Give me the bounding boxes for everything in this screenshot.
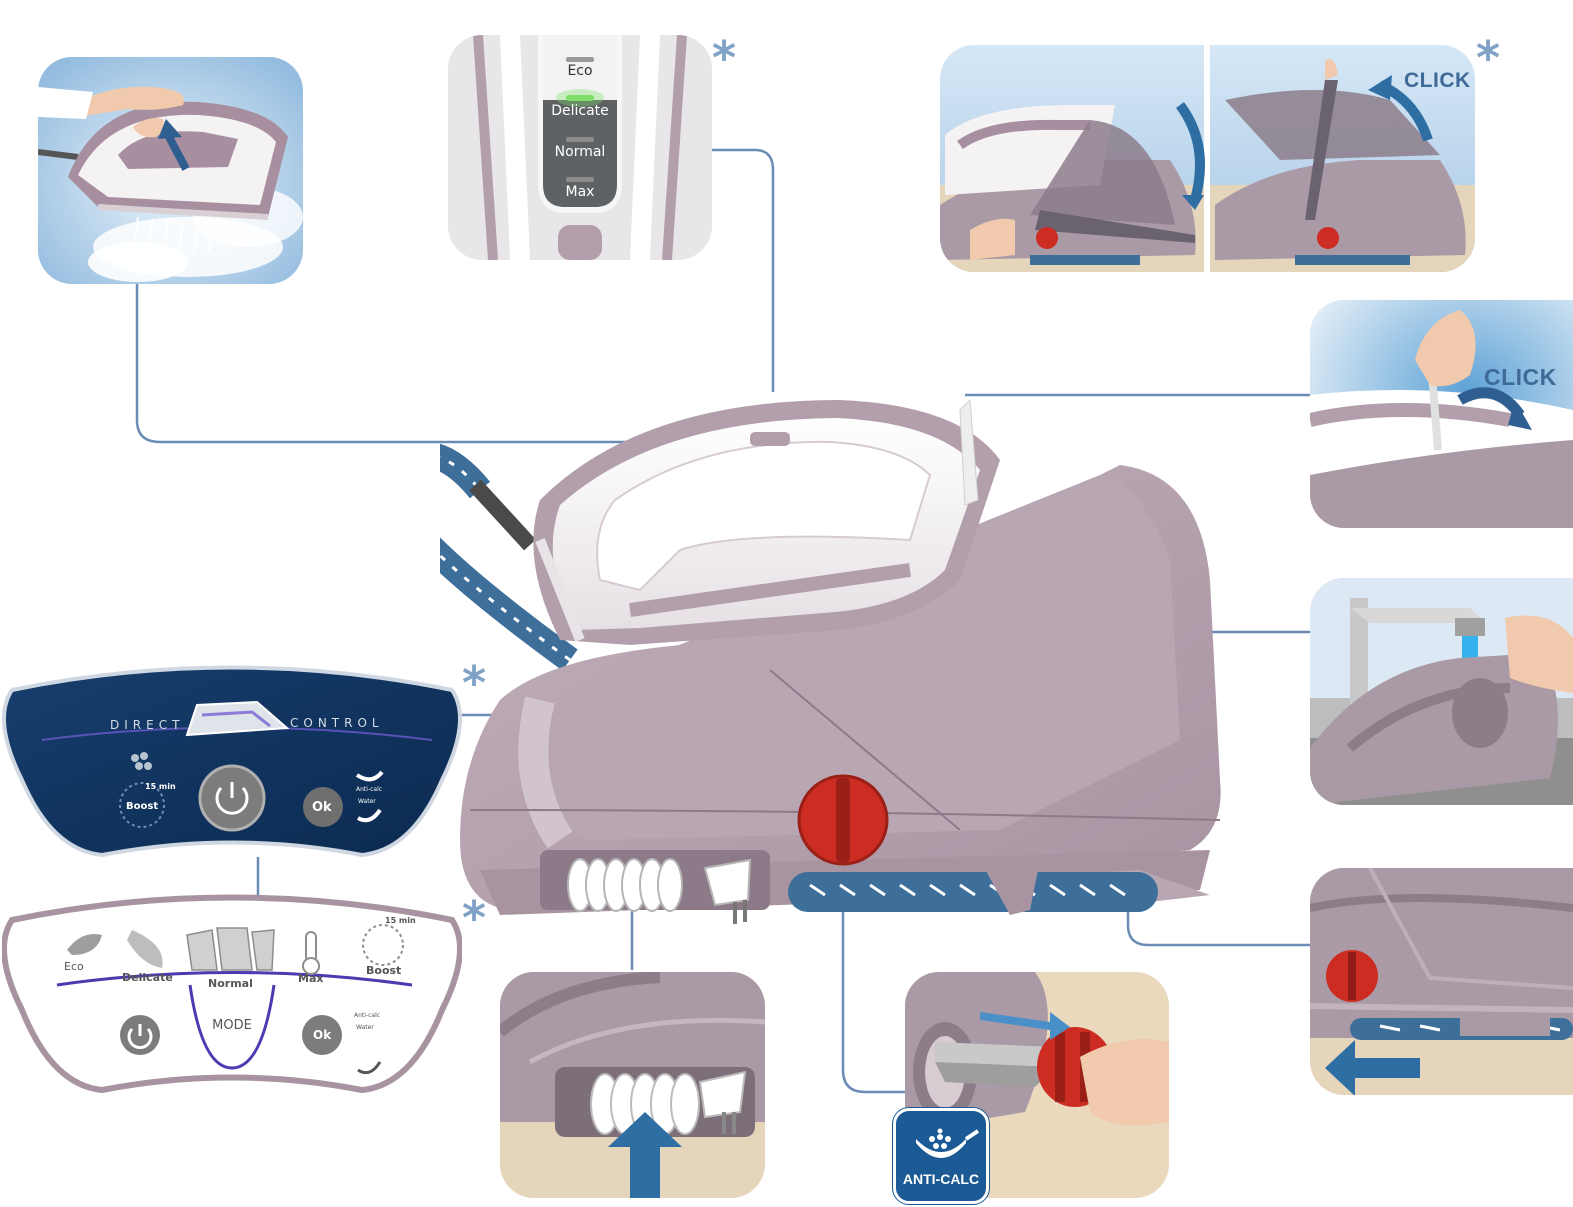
asterisk-tank-lid: * [1476,35,1500,81]
light-water-label: Water [356,1024,374,1031]
iron-steam-illustration [38,57,303,284]
steam-station-illustration [440,380,1240,940]
dark-ok-label[interactable]: Ok [312,800,332,815]
fill-tank-illustration [1310,578,1573,805]
light-mode-button-label[interactable]: MODE [208,1018,256,1033]
light-anticalc-label: Anti-calc [354,1012,380,1019]
asterisk-mode-selector: * [712,35,736,81]
light-mode-boost: Boost [366,964,401,977]
panel-cord-reel [500,972,765,1198]
panel-tank-lid: CLICK [940,45,1475,272]
handle-click-illustration [1310,300,1573,528]
light-mode-delicate: Delicate [122,971,173,984]
tank-lid-illustration [940,45,1475,272]
anticalc-badge: ANTI-CALC [893,1108,989,1204]
tank-click-label: CLICK [1404,69,1471,93]
mode-eco-label: Eco [538,63,622,79]
asterisk-control-dark: * [462,660,486,706]
control-label: CONTROL [290,716,384,730]
asterisk-control-light: * [462,895,486,941]
light-mode-max: Max [298,972,323,985]
mode-max-label: Max [538,184,622,200]
panel-mode-selector: Eco Delicate Normal Max [448,35,712,260]
light-ok-label[interactable]: Ok [313,1028,331,1042]
panel-cord-storage [1310,868,1573,1095]
anticalc-icon [896,1117,986,1172]
light-timer-label: 15 min [385,916,416,925]
anticalc-badge-label: ANTI-CALC [896,1171,986,1187]
handle-click-label: CLICK [1484,364,1557,391]
direct-label: DIRECT [110,718,184,732]
panel-fill-tank [1310,578,1573,805]
cord-storage-illustration [1310,868,1573,1095]
mode-delicate-label: Delicate [538,103,622,119]
mode-normal-label: Normal [538,144,622,160]
normal-icon [187,928,274,970]
control-panel-dark [2,660,462,860]
dark-anticalc-label: Anti-calc [356,786,382,793]
dark-boost-label: Boost [126,801,158,812]
light-mode-normal: Normal [208,977,253,990]
panel-iron-steam [38,57,303,284]
light-mode-eco: Eco [64,960,84,973]
cord-reel-illustration [500,972,765,1198]
dark-timer-label: 15 min [145,782,176,791]
panel-handle-click: CLICK [1310,300,1573,528]
dark-water-label: Water [358,798,376,805]
